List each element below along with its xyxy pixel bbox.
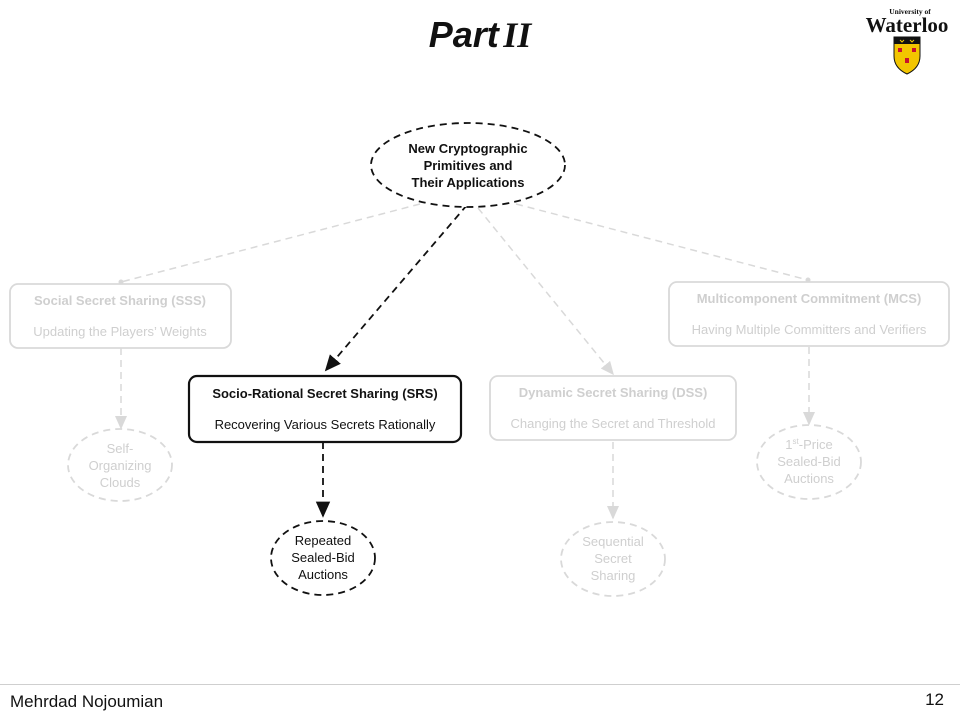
firstprice-base: 1: [785, 437, 792, 452]
dss-node: Dynamic Secret Sharing (DSS) Changing th…: [489, 375, 737, 441]
active-connectors: [315, 204, 468, 518]
firstprice-sup: st: [793, 437, 800, 446]
dss-subtitle: Changing the Secret and Threshold: [510, 416, 715, 431]
mcs-subtitle: Having Multiple Committers and Verifiers: [692, 322, 927, 337]
mcs-title: Multicomponent Commitment (MCS): [697, 291, 922, 306]
shield-icon: [893, 36, 921, 75]
clouds-line2: Organizing: [89, 458, 152, 473]
sequential-line2: Secret: [594, 551, 632, 566]
root-node: New Cryptographic Primitives and Their A…: [370, 122, 566, 208]
sequential-node: Sequential Secret Sharing: [560, 521, 666, 597]
sss-subtitle: Updating the Players’ Weights: [33, 324, 207, 339]
edge-root-srs: [324, 204, 468, 372]
firstprice-rest: -Price: [799, 437, 833, 452]
page-number: 12: [925, 690, 944, 709]
mcs-node: Multicomponent Commitment (MCS) Having M…: [668, 281, 950, 347]
logo-line2: Waterloo: [866, 13, 949, 37]
srs-subtitle: Recovering Various Secrets Rationally: [215, 417, 436, 432]
srs-title: Socio-Rational Secret Sharing (SRS): [212, 386, 437, 401]
srs-node: Socio-Rational Secret Sharing (SRS) Reco…: [187, 374, 463, 444]
edge-root-dss: [477, 207, 614, 376]
clouds-line1: Self-: [107, 441, 134, 456]
firstprice-node: 1st-Price Sealed-Bid Auctions: [756, 424, 862, 500]
repeated-line2: Sealed-Bid: [291, 550, 355, 565]
clouds-line3: Clouds: [100, 475, 141, 490]
root-line1: New Cryptographic: [408, 141, 527, 156]
firstprice-line2: Sealed-Bid: [777, 454, 841, 469]
author-name: Mehrdad Nojoumian: [10, 692, 164, 711]
clouds-node: Self- Organizing Clouds: [67, 428, 173, 502]
slide-title-text: Part: [428, 14, 499, 55]
firstprice-line1: 1st-Price: [785, 437, 832, 452]
sss-title: Social Secret Sharing (SSS): [34, 293, 206, 308]
footer-divider: [0, 684, 960, 685]
repeated-line1: Repeated: [295, 533, 351, 548]
root-line3: Their Applications: [412, 175, 525, 190]
faded-connectors: [115, 203, 815, 520]
diagram: New Cryptographic Primitives and Their A…: [9, 122, 950, 597]
slide-title: Part II: [0, 14, 960, 56]
edge-root-mcs: [515, 203, 809, 281]
sequential-line1: Sequential: [582, 534, 644, 549]
logo-line1: University of: [889, 7, 931, 16]
sequential-line3: Sharing: [591, 568, 636, 583]
slide-title-roman: II: [503, 15, 532, 55]
edge-root-sss: [120, 203, 421, 283]
sss-node: Social Secret Sharing (SSS) Updating the…: [9, 283, 232, 349]
root-line2: Primitives and: [424, 158, 513, 173]
university-logo: University of Waterloo: [866, 7, 949, 75]
dss-title: Dynamic Secret Sharing (DSS): [519, 385, 708, 400]
repeated-line3: Auctions: [298, 567, 348, 582]
firstprice-line3: Auctions: [784, 471, 834, 486]
repeated-node: Repeated Sealed-Bid Auctions: [270, 520, 376, 596]
